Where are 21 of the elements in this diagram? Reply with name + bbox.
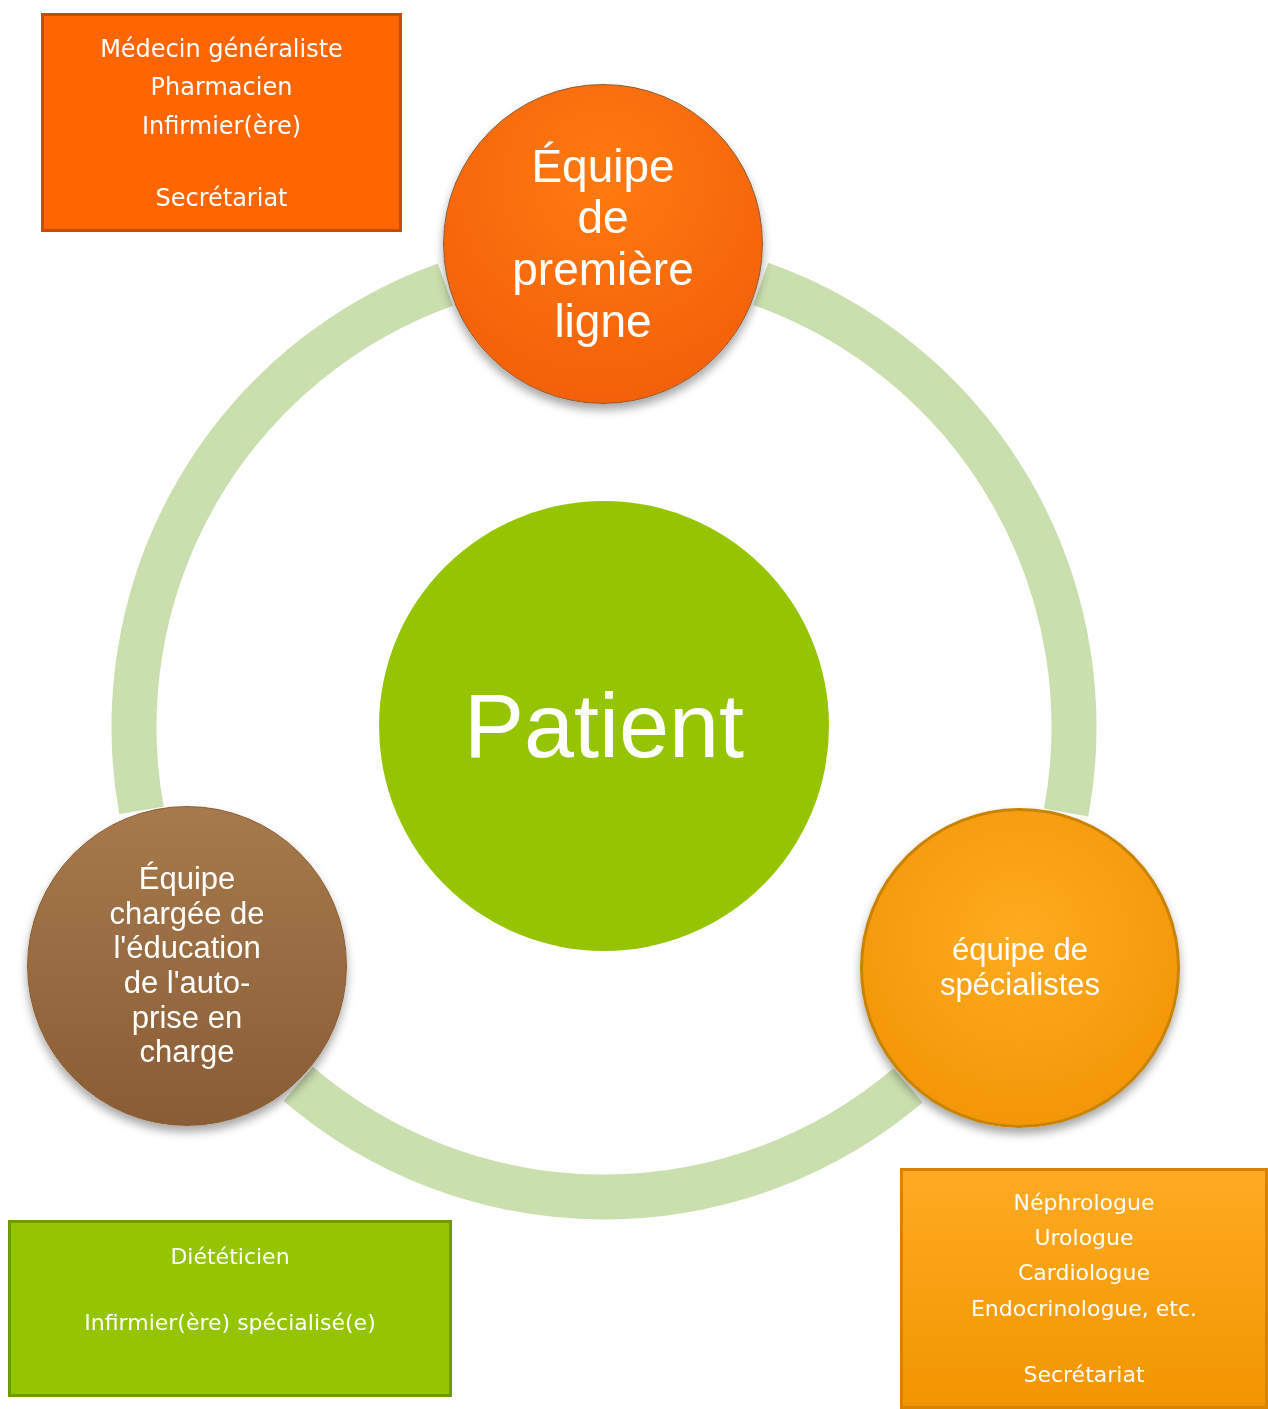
role-text: Secrétariat (155, 182, 288, 214)
role-text: Infirmier(ère) (141, 110, 302, 142)
ring-arc (284, 1065, 922, 1219)
role-text: Médecin généraliste (100, 34, 343, 65)
role-text: Néphrologue (1013, 1189, 1155, 1217)
role-text: Secrétariat (1023, 1360, 1145, 1389)
circle-label: Équipe chargée de l'éducation de l'auto-prise en charge (108, 861, 266, 1071)
role-list-box (900, 1168, 1268, 1409)
role-text: Endocrinologue, etc. (970, 1294, 1198, 1323)
role-text: Urologue (1034, 1224, 1134, 1253)
role-list-box (8, 1220, 452, 1397)
role-list-box (41, 13, 402, 232)
circle-label: Patient (462, 675, 746, 777)
circle-label: équipe de spécialistes (938, 933, 1102, 1003)
role-text: Pharmacien (150, 72, 293, 104)
ring-arc (751, 263, 1096, 816)
ring-arc (112, 263, 455, 813)
role-text: Infirmier(ère) spécialisé(e) (84, 1309, 376, 1337)
circle-label: Équipe de première ligne (511, 140, 695, 348)
role-text: Diététicien (170, 1243, 290, 1271)
role-text: Cardiologue (1017, 1259, 1151, 1288)
